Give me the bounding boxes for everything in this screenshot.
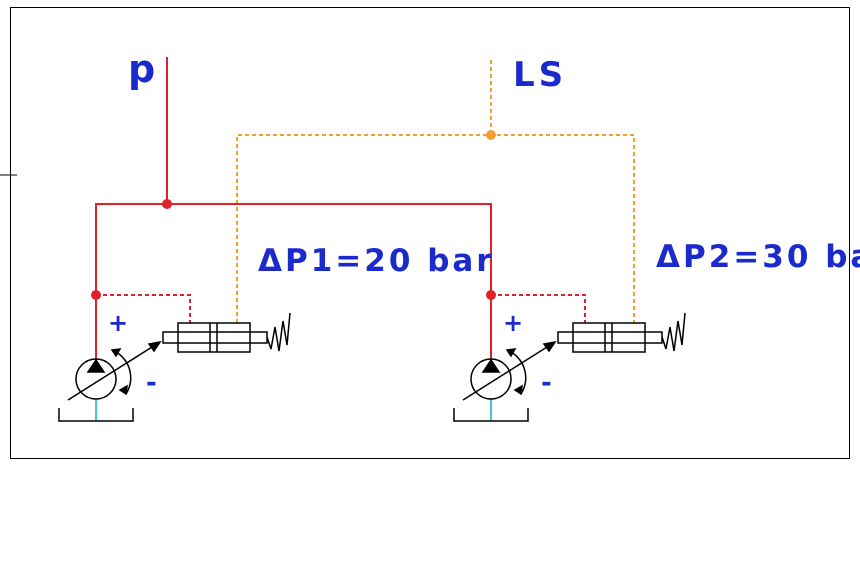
pilot-line-2 [491, 294, 586, 323]
ls-line-header [236, 134, 635, 323]
pump-1-arrow-head [147, 340, 162, 353]
pressure-label: p [128, 47, 155, 91]
dp1-label: ΔP1=20 bar [258, 243, 495, 279]
suction-lines [95, 398, 492, 421]
variable-pump-1 [58, 340, 162, 422]
pilot-line-1 [96, 294, 191, 323]
ls-junction-dot [486, 130, 496, 140]
pressure-line-header [95, 203, 492, 360]
pump-1-minus-label: - [146, 368, 157, 398]
pressure-line-network [95, 57, 492, 360]
pump-1-tank [58, 408, 134, 422]
pressure-junction-dot [162, 199, 172, 209]
cylinder-2-barrel [572, 322, 646, 353]
pump-2-tank [453, 408, 529, 422]
control-cylinder-1 [162, 312, 291, 353]
pump-2-swing-arrow-top [505, 348, 517, 358]
pump-2-adjust-arrow [462, 341, 556, 401]
pump-2-swing-arrow-bottom [513, 384, 523, 396]
pump-1-triangle [86, 358, 106, 373]
diagram-frame [10, 7, 850, 459]
pump-1-adjust-arrow [67, 341, 161, 401]
load-sense-label: LS [513, 55, 567, 95]
cylinder-2-spring [661, 312, 686, 352]
cylinder-1-spring [266, 312, 291, 352]
pump-2-plus-label: + [503, 309, 523, 337]
dp2-label: ΔP2=30 bar [656, 239, 860, 275]
pump-2-minus-label: - [541, 368, 552, 398]
pump-2-arrow-head [542, 340, 557, 353]
variable-pump-2 [453, 340, 557, 422]
pump-1-swing-arrow-top [110, 348, 122, 358]
pilot-junction-dot-1 [91, 290, 101, 300]
control-cylinder-2 [557, 312, 686, 353]
pump-2-triangle [481, 358, 501, 373]
cylinder-1-barrel [177, 322, 251, 353]
pilot-junction-dot-2 [486, 290, 496, 300]
pump-1-plus-label: + [108, 309, 128, 337]
ls-line-network [236, 60, 635, 323]
pilot-lines [96, 294, 586, 323]
pump-1-swing-arrow-bottom [118, 384, 128, 396]
